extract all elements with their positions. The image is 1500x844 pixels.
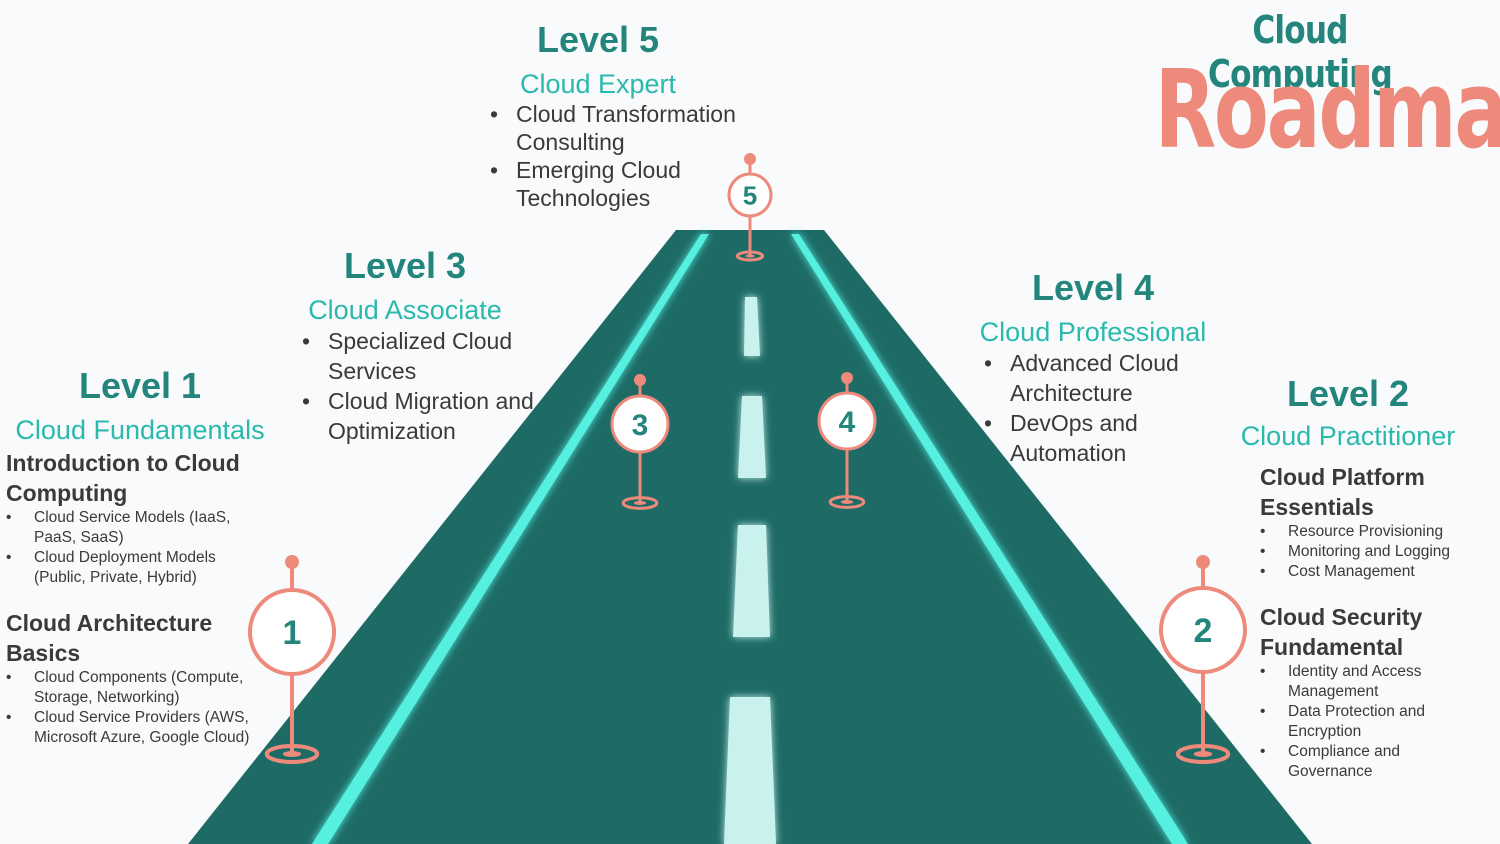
level-4-item: DevOps and Automation xyxy=(982,408,1202,468)
marker-base-dot xyxy=(1193,751,1213,757)
milestone-marker-2: 2 xyxy=(1159,555,1247,764)
level-2-item: Cost Management xyxy=(1260,562,1490,582)
marker-circle xyxy=(1159,586,1247,674)
level-2-section-list: Identity and Access Management Data Prot… xyxy=(1260,662,1450,782)
level-4-subtitle: Cloud Professional xyxy=(979,316,1207,347)
level-1-item: Cloud Service Models (IaaS, PaaS, SaaS) xyxy=(6,508,256,548)
title-line-2: Roadmap xyxy=(1154,48,1500,173)
marker-base-ring xyxy=(735,250,765,262)
marker-base-dot xyxy=(633,501,647,505)
level-1-section-list: Cloud Components (Compute, Storage, Netw… xyxy=(6,668,278,748)
level-1-item: Cloud Deployment Models (Public, Private… xyxy=(6,548,256,588)
milestone-marker-3: 3 xyxy=(610,374,670,510)
road-center-dash xyxy=(744,297,760,356)
marker-number: 2 xyxy=(1194,612,1213,650)
level-3-block: Level 3 Cloud Associate Specialized Clou… xyxy=(300,246,540,446)
level-2-section-heading: Cloud Platform Essentials xyxy=(1260,463,1425,520)
level-4-item: Advanced Cloud Architecture xyxy=(982,348,1202,408)
marker-base-dot xyxy=(282,751,302,757)
marker-circle xyxy=(817,391,877,451)
level-5-item: Cloud Transformation Consulting xyxy=(488,100,788,156)
marker-number: 1 xyxy=(283,614,302,652)
level-2-subtitle: Cloud Practitioner xyxy=(1240,420,1456,451)
marker-circle xyxy=(610,394,670,454)
level-5-title: Level 5 xyxy=(536,19,660,60)
level-2-block: Level 2 Cloud Practitioner Cloud Platfor… xyxy=(1228,374,1494,782)
level-1-section-heading: Introduction to Cloud Computing xyxy=(6,449,240,506)
marker-tip-dot xyxy=(841,372,853,384)
level-1-title: Level 1 xyxy=(78,365,202,406)
level-1-section-heading: Cloud Architecture Basics xyxy=(6,609,213,666)
level-4-block: Level 4 Cloud Professional Advanced Clou… xyxy=(970,268,1220,468)
marker-number: 4 xyxy=(839,406,856,439)
level-1-item: Cloud Components (Compute, Storage, Netw… xyxy=(6,668,278,708)
title-line-1: Cloud Computing xyxy=(1208,8,1393,96)
level-4-title: Level 4 xyxy=(1031,267,1155,308)
marker-base-ring xyxy=(828,495,866,509)
marker-base-ring xyxy=(621,496,659,510)
level-3-item: Cloud Migration and Optimization xyxy=(300,386,536,446)
marker-base-ring xyxy=(1175,744,1231,764)
level-2-item: Monitoring and Logging xyxy=(1260,542,1490,562)
level-3-subtitle: Cloud Associate xyxy=(308,294,502,325)
marker-tip-dot xyxy=(285,555,299,569)
level-2-title: Level 2 xyxy=(1286,373,1410,414)
level-1-item: Cloud Service Providers (AWS, Microsoft … xyxy=(6,708,278,748)
level-5-subtitle: Cloud Expert xyxy=(519,68,677,99)
marker-circle xyxy=(248,588,336,676)
level-2-item: Resource Provisioning xyxy=(1260,522,1490,542)
level-2-section-heading: Cloud Security Fundamental xyxy=(1260,603,1423,660)
road-left-edge-line xyxy=(312,234,709,844)
road-center-dash xyxy=(738,396,766,478)
level-1-block: Level 1 Cloud Fundamentals Introduction … xyxy=(6,366,281,748)
marker-base-ring xyxy=(264,744,320,764)
level-3-title: Level 3 xyxy=(343,245,467,286)
level-3-item: Specialized Cloud Services xyxy=(300,326,536,386)
level-2-section-list: Resource Provisioning Monitoring and Log… xyxy=(1260,522,1490,582)
level-1-section-list: Cloud Service Models (IaaS, PaaS, SaaS) … xyxy=(6,508,256,588)
road-center-dash xyxy=(724,697,776,844)
milestone-marker-1: 1 xyxy=(248,555,336,764)
level-3-list: Specialized Cloud Services Cloud Migrati… xyxy=(300,326,536,446)
road-center-dash xyxy=(733,525,770,637)
level-2-item: Identity and Access Management xyxy=(1260,662,1450,702)
marker-tip-dot xyxy=(634,374,646,386)
level-2-item: Data Protection and Encryption xyxy=(1260,702,1450,742)
level-1-subtitle: Cloud Fundamentals xyxy=(15,414,265,445)
marker-tip-dot xyxy=(1196,555,1210,569)
marker-base-dot xyxy=(840,500,854,504)
road-right-edge-line xyxy=(791,234,1188,844)
level-2-item: Compliance and Governance xyxy=(1260,742,1450,782)
marker-number: 3 xyxy=(632,409,649,442)
level-4-list: Advanced Cloud Architecture DevOps and A… xyxy=(982,348,1202,468)
level-5-item: Emerging Cloud Technologies xyxy=(488,156,788,212)
level-5-list: Cloud Transformation Consulting Emerging… xyxy=(488,100,788,212)
level-5-block: Level 5 Cloud Expert Cloud Transformatio… xyxy=(488,20,808,212)
milestone-marker-4: 4 xyxy=(817,372,877,509)
marker-base-dot xyxy=(745,254,755,258)
